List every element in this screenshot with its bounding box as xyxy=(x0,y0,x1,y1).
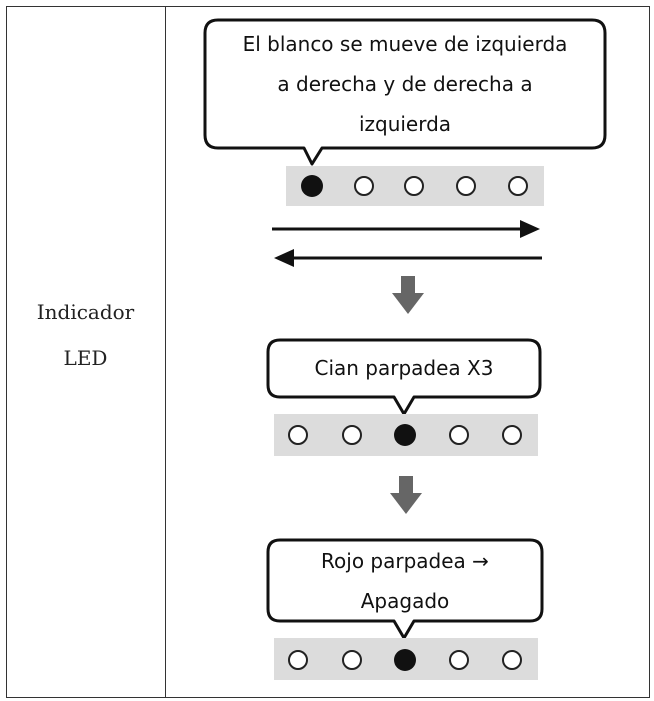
bubble-1-line-3: izquierda xyxy=(358,112,452,136)
led-1-3 xyxy=(404,176,424,196)
bubble-text-2: Cian parpadea X3 xyxy=(268,348,540,388)
row-label-line-2: LED xyxy=(63,346,108,370)
led-3-4 xyxy=(449,650,469,670)
speech-bubble-2 xyxy=(266,338,542,416)
led-2-4 xyxy=(449,425,469,445)
row-label: Indicador LED xyxy=(37,289,135,381)
led-3-1 xyxy=(288,650,308,670)
bubble-1-line-1: El blanco se mueve de izquierda xyxy=(242,32,568,56)
led-row-3 xyxy=(288,649,522,671)
bubble-1-line-2: a derecha y de derecha a xyxy=(277,72,533,96)
led-row-2 xyxy=(288,424,522,446)
bubble-text-3: Rojo parpadea → Apagado xyxy=(268,541,542,621)
led-3-2 xyxy=(342,650,362,670)
led-1-5 xyxy=(508,176,528,196)
led-2-2 xyxy=(342,425,362,445)
down-arrow-2 xyxy=(390,476,422,514)
bubble-3-line-1: Rojo parpadea → xyxy=(321,549,489,573)
led-1-4 xyxy=(456,176,476,196)
led-3-5 xyxy=(502,650,522,670)
led-2-1 xyxy=(288,425,308,445)
speech-bubble-3 xyxy=(266,538,544,640)
row-label-cell: Indicador LED xyxy=(6,6,165,698)
column-divider xyxy=(165,6,166,698)
led-2-5 xyxy=(502,425,522,445)
bubble-3-line-2: Apagado xyxy=(360,589,450,613)
speech-bubble-1 xyxy=(203,18,607,166)
down-arrow-1 xyxy=(392,276,424,314)
led-1-1 xyxy=(301,175,323,197)
table-frame xyxy=(6,6,650,698)
bubble-2-line-1: Cian parpadea X3 xyxy=(314,356,494,380)
led-3-3 xyxy=(394,649,416,671)
row-label-line-1: Indicador xyxy=(36,300,135,324)
bubble-text-1: El blanco se mueve de izquierda a derech… xyxy=(205,24,605,144)
led-row-1 xyxy=(301,175,528,197)
led-1-2 xyxy=(354,176,374,196)
arrow-right xyxy=(272,220,540,238)
arrow-left xyxy=(274,249,542,267)
led-2-3 xyxy=(394,424,416,446)
